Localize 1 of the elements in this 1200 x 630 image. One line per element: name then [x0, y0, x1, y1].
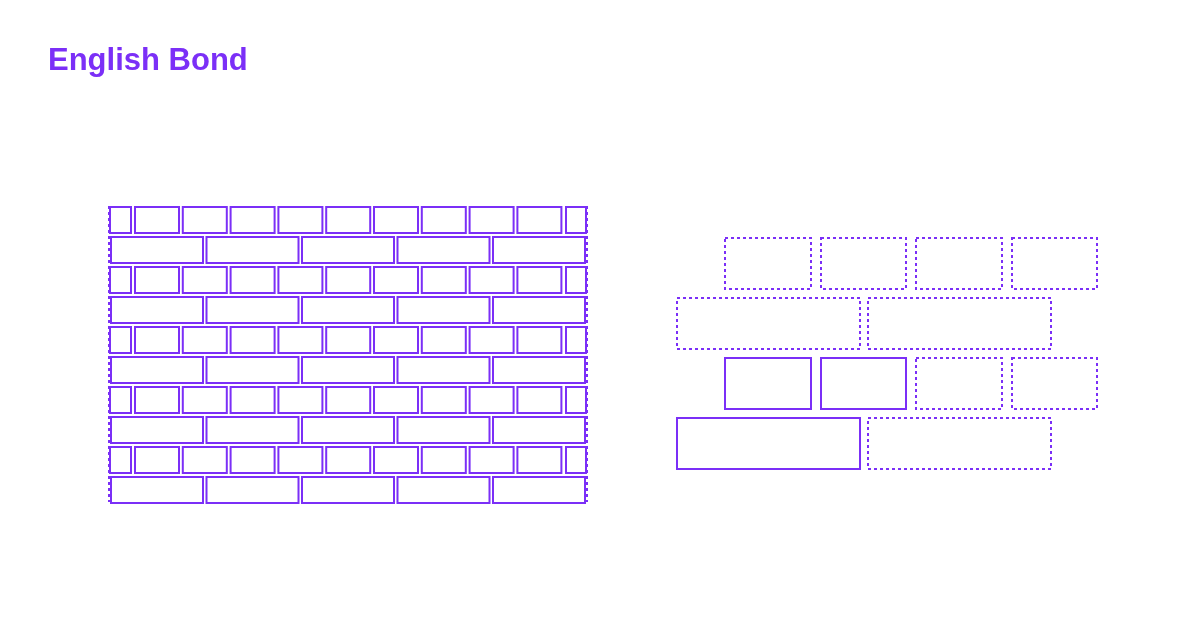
title: English Bond	[48, 42, 248, 78]
